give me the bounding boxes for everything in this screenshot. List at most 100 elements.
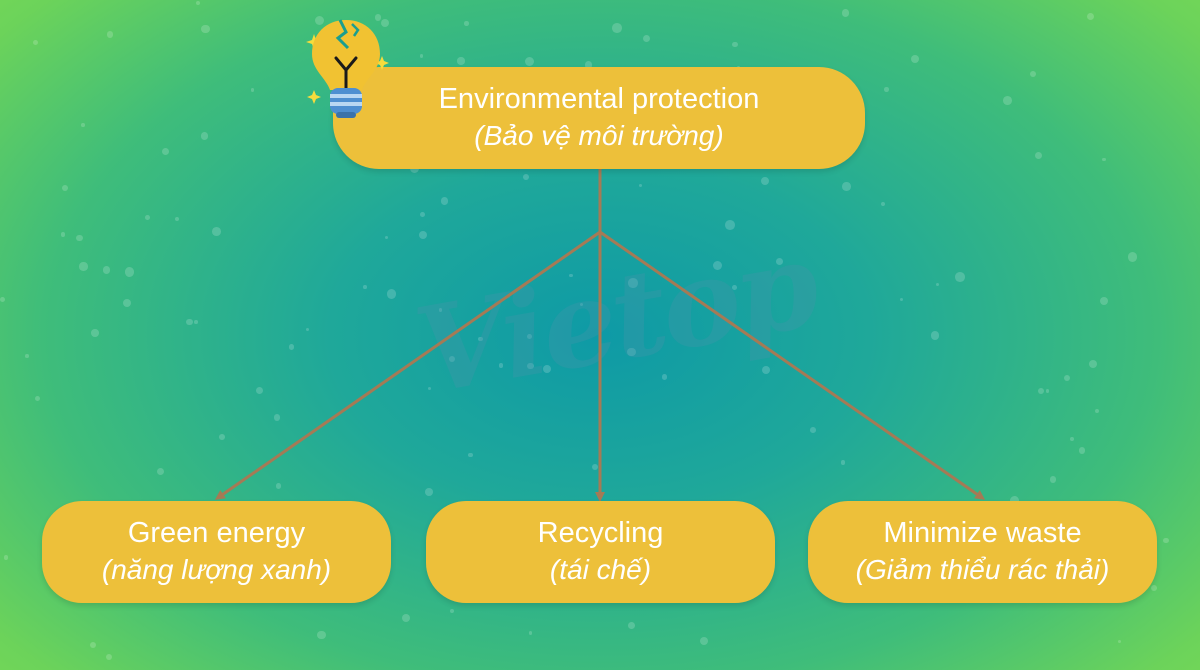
background-speck: [884, 87, 889, 92]
background-speck: [161, 147, 170, 156]
background-speck: [525, 56, 535, 66]
background-speck: [1050, 476, 1057, 483]
background-speck: [700, 636, 709, 645]
background-speck: [584, 61, 593, 70]
background-speck: [35, 396, 41, 402]
background-speck: [592, 463, 599, 470]
background-speck: [317, 631, 326, 640]
background-speck: [527, 334, 533, 339]
child-label-en: Recycling: [537, 517, 664, 549]
background-speck: [1100, 296, 1109, 306]
child-node-minimize-waste: Minimize waste (Giảm thiểu rác thải): [808, 501, 1157, 603]
background-speck: [842, 182, 851, 191]
background-speck: [275, 483, 282, 489]
background-speck: [955, 271, 965, 282]
background-speck: [24, 354, 29, 359]
background-speck: [200, 132, 209, 140]
background-speck: [1009, 495, 1020, 506]
background-speck: [478, 336, 484, 342]
background-speck: [428, 386, 432, 390]
background-speck: [218, 433, 225, 440]
background-speck: [628, 278, 638, 288]
background-speck: [760, 176, 769, 185]
background-speck: [106, 653, 113, 660]
background-speck: [194, 319, 198, 324]
background-speck: [273, 414, 281, 421]
background-speck: [732, 284, 737, 290]
background-speck: [732, 41, 738, 47]
background-speck: [156, 467, 165, 475]
background-speck: [79, 262, 88, 271]
background-speck: [314, 16, 324, 26]
background-speck: [643, 34, 651, 42]
background-speck: [931, 331, 940, 340]
background-speck: [1030, 70, 1037, 77]
background-speck: [464, 21, 469, 26]
background-speck: [380, 19, 389, 28]
sparkle-icon: [307, 90, 321, 104]
background-speck: [724, 220, 735, 230]
child-node-green-energy: Green energy (năng lượng xanh): [42, 501, 391, 603]
background-speck: [374, 14, 382, 21]
background-speck: [102, 266, 111, 274]
background-speck: [1038, 387, 1045, 394]
background-speck: [1087, 12, 1095, 20]
background-speck: [124, 267, 135, 277]
background-speck: [32, 39, 39, 46]
child-node-recycling: Recycling (tái chế): [426, 501, 775, 603]
background-speck: [449, 608, 454, 613]
background-speck: [122, 299, 131, 308]
background-speck: [1003, 96, 1013, 105]
background-speck: [186, 318, 193, 325]
child-label-vi: (năng lượng xanh): [101, 554, 332, 585]
background-speck: [448, 356, 455, 363]
background-speck: [628, 622, 636, 630]
background-speck: [880, 201, 886, 207]
background-speck: [60, 232, 66, 237]
background-speck: [935, 283, 939, 287]
background-speck: [841, 8, 850, 17]
background-speck: [542, 365, 552, 374]
background-speck: [418, 231, 427, 240]
background-speck: [1163, 537, 1169, 543]
background-speck: [385, 235, 389, 240]
arrow-to-green-energy: [214, 230, 601, 500]
background-speck: [0, 297, 5, 303]
background-speck: [776, 258, 784, 266]
background-speck: [419, 211, 425, 217]
background-speck: [3, 555, 8, 560]
child-label-vi: (Giảm thiểu rác thải): [855, 554, 1110, 585]
background-speck: [899, 297, 904, 301]
background-speck: [81, 122, 85, 127]
root-node: Environmental protection (Bảo vệ môi trư…: [333, 67, 865, 169]
background-speck: [1095, 408, 1100, 413]
background-speck: [401, 613, 411, 623]
background-speck: [627, 347, 636, 357]
background-speck: [761, 365, 771, 375]
background-speck: [200, 24, 210, 34]
background-speck: [579, 302, 583, 306]
background-speck: [288, 344, 294, 350]
background-speck: [1064, 375, 1070, 382]
background-speck: [457, 57, 465, 65]
background-speck: [498, 363, 504, 368]
background-speck: [568, 273, 573, 278]
background-speck: [61, 184, 69, 191]
background-speck: [1150, 584, 1157, 591]
background-speck: [527, 362, 534, 370]
background-speck: [1088, 359, 1098, 369]
arrow-to-minimize-waste: [599, 230, 986, 500]
background-speck: [528, 630, 533, 635]
background-speck: [212, 227, 222, 236]
background-speck: [1078, 447, 1086, 454]
child-label-en: Minimize waste: [883, 517, 1082, 549]
root-label-en: Environmental protection: [438, 83, 760, 115]
background-speck: [522, 174, 529, 181]
background-speck: [612, 23, 622, 33]
background-speck: [250, 88, 255, 93]
background-speck: [386, 289, 397, 299]
background-speck: [810, 426, 817, 433]
background-speck: [468, 452, 473, 458]
